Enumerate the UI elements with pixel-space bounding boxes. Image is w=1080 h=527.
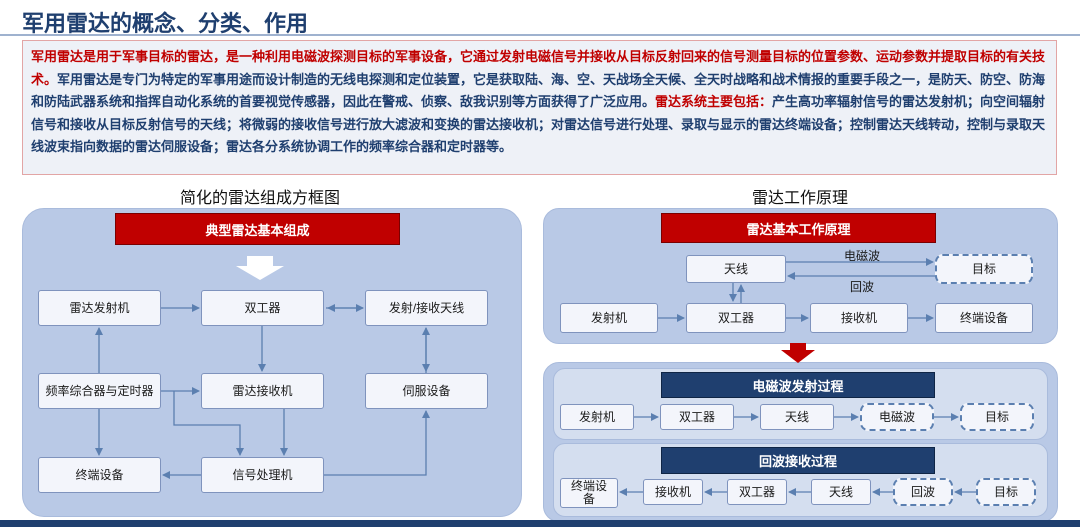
box-emit-transmitter: 发射机: [560, 404, 634, 430]
right-top-header: 雷达基本工作原理: [661, 213, 936, 243]
box-emit-target: 目标: [960, 403, 1034, 431]
box-frequency-synthesizer: 频率综合器与定时器: [38, 373, 161, 409]
box-emit-wave: 电磁波: [860, 403, 934, 431]
box-top-terminal: 终端设备: [935, 303, 1033, 333]
label-em-wave: 电磁波: [844, 249, 881, 263]
emission-process-header: 电磁波发射过程: [661, 372, 935, 398]
echo-process-header: 回波接收过程: [661, 447, 935, 474]
intro-description: 军用雷达是专门为特定的军事用途而设计制造的无线电探测和定位装置，它是获取陆、海、…: [31, 71, 1046, 110]
box-terminal: 终端设备: [38, 457, 161, 493]
box-radar-receiver: 雷达接收机: [201, 373, 324, 409]
label-echo: 回波: [850, 280, 875, 294]
box-echo-terminal: 终端设 备: [560, 478, 618, 508]
box-echo-antenna: 天线: [811, 479, 871, 505]
box-echo-duplexer: 双工器: [727, 479, 787, 505]
intro-components-label: 雷达系统主要包括：: [655, 94, 773, 109]
flow-down-arrow-red: [781, 343, 815, 363]
box-top-duplexer: 双工器: [686, 303, 786, 333]
title-divider: [0, 34, 1080, 36]
footer-bar: [0, 520, 1080, 527]
box-signal-processor: 信号处理机: [201, 457, 324, 493]
intro-paragraph: 军用雷达是用于军事目标的雷达，是一种利用电磁波探测目标的军事设备，它通过发射电磁…: [22, 40, 1057, 175]
box-duplexer: 双工器: [201, 290, 324, 326]
box-echo-target: 目标: [976, 478, 1036, 506]
box-echo-receiver: 接收机: [643, 479, 703, 505]
left-diagram-header: 典型雷达基本组成: [115, 213, 400, 245]
intro-components: 产生高功率辐射信号的雷达发射机；向空间辐射信号和接收从目标反射信号的天线；将微弱…: [31, 94, 1046, 154]
box-emit-antenna: 天线: [760, 404, 834, 430]
box-antenna: 天线: [686, 255, 786, 283]
right-diagram-subtitle: 雷达工作原理: [751, 190, 848, 207]
box-top-receiver: 接收机: [810, 303, 908, 333]
box-servo: 伺服设备: [365, 373, 488, 409]
box-emit-duplexer: 双工器: [660, 404, 734, 430]
box-echo-wave: 回波: [893, 478, 953, 506]
intro-definition: 军用雷达是用于军事目标的雷达，是一种利用电磁波探测目标的军事设备，它通过发射电磁…: [31, 49, 1046, 87]
left-diagram-subtitle: 简化的雷达组成方框图: [179, 190, 340, 207]
box-top-transmitter: 发射机: [560, 303, 658, 333]
arrow-synth-processor: [173, 391, 244, 456]
arrow-processor-servo: [324, 410, 430, 476]
box-target: 目标: [935, 254, 1033, 284]
box-tx-rx-antenna: 发射/接收天线: [365, 290, 488, 326]
page-title: 军用雷达的概念、分类、作用: [22, 11, 309, 36]
box-radar-transmitter: 雷达发射机: [38, 290, 161, 326]
flow-down-arrow-white: [236, 256, 284, 280]
